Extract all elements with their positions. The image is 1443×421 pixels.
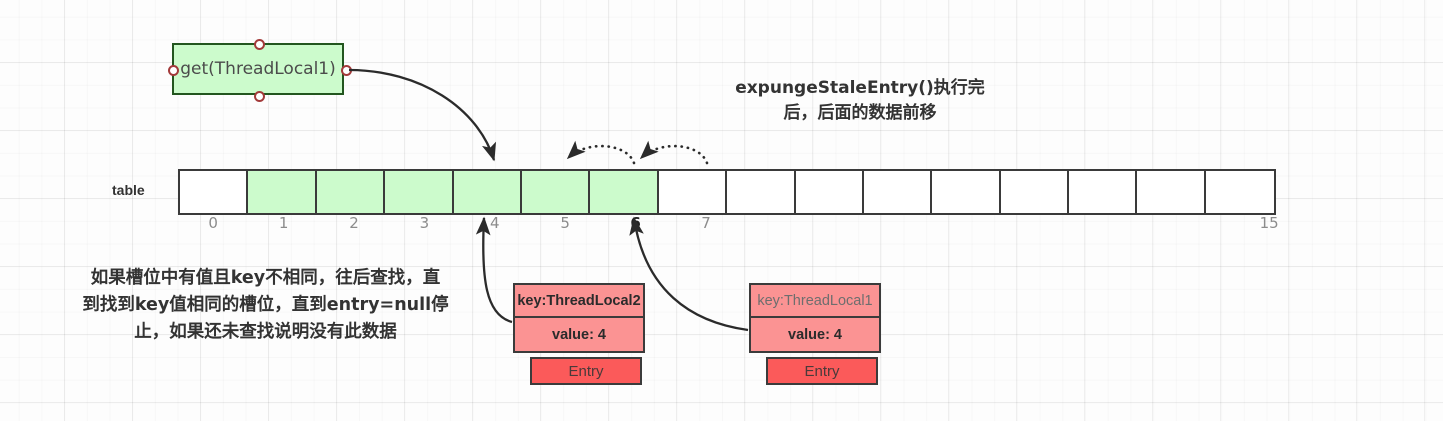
- entry-tag-label: Entry: [766, 357, 878, 385]
- table-cell-15[interactable]: [1205, 171, 1275, 213]
- table-cell-0[interactable]: [180, 171, 249, 213]
- table-cell-9[interactable]: [795, 171, 864, 213]
- table-cell-8[interactable]: [727, 171, 796, 213]
- port-top-handle[interactable]: [254, 39, 265, 50]
- dotted-shift-arc-6-to-5: [566, 140, 636, 165]
- lookup-note-line-3: 止，如果还未查找说明没有此数据: [134, 322, 397, 342]
- table-cell-13[interactable]: [1069, 171, 1138, 213]
- table-cell-12[interactable]: [1000, 171, 1070, 213]
- lookup-note-line-2: 到找到key值相同的槽位，直到entry=null停: [82, 295, 449, 315]
- table-index-6: 6: [630, 214, 641, 232]
- table-cell-10[interactable]: [863, 171, 933, 213]
- table-label: table: [112, 182, 145, 198]
- table-index-1: 1: [278, 214, 289, 232]
- table-index-2: 2: [349, 214, 359, 232]
- table-cell-2[interactable]: [316, 171, 386, 213]
- entry-group-threadlocal2: key:ThreadLocal2 value: 4 Entry: [513, 283, 645, 385]
- expunge-title-line-2: 后，后面的数据前移: [783, 103, 937, 123]
- entry-value-label: value: 4: [552, 326, 606, 343]
- get-threadlocal-label: get(ThreadLocal1): [180, 59, 336, 79]
- entry-kv-box: key:ThreadLocal1 value: 4: [749, 283, 881, 353]
- expunge-title-line-1: expungeStaleEntry()执行完: [735, 78, 985, 98]
- table-cell-14[interactable]: [1137, 171, 1206, 213]
- table-cell-7[interactable]: [658, 171, 728, 213]
- entry-tag-label: Entry: [530, 357, 642, 385]
- get-threadlocal-node[interactable]: get(ThreadLocal1): [168, 39, 352, 102]
- port-right-handle[interactable]: [341, 65, 352, 76]
- arrow-entry-threadlocal1-to-slot6: [629, 216, 749, 332]
- table-index-0: 0: [208, 214, 218, 232]
- table-index-15: 15: [1259, 214, 1279, 232]
- lookup-note-line-1: 如果槽位中有值且key不相同，往后查找，直: [90, 268, 441, 288]
- entry-key-label: key:ThreadLocal1: [751, 285, 879, 318]
- table-index-3: 3: [419, 214, 430, 232]
- table-row: [178, 169, 1277, 215]
- table-cell-1[interactable]: [248, 171, 317, 213]
- port-bottom-handle[interactable]: [254, 91, 265, 102]
- port-left-handle[interactable]: [168, 65, 179, 76]
- lookup-rule-note: 如果槽位中有值且key不相同，往后查找，直 到找到key值相同的槽位，直到ent…: [38, 265, 493, 346]
- entry-key-label: key:ThreadLocal2: [515, 285, 643, 318]
- arrow-get-to-slot4: [348, 68, 497, 162]
- table-cell-11[interactable]: [932, 171, 1001, 213]
- entry-kv-box: key:ThreadLocal2 value: 4: [513, 283, 645, 353]
- table-cell-5[interactable]: [521, 171, 591, 213]
- table-cell-3[interactable]: [385, 171, 454, 213]
- dotted-shift-arc-7-to-6: [639, 140, 709, 165]
- table-cell-6[interactable]: [590, 171, 659, 213]
- table-index-5: 5: [560, 214, 570, 232]
- entry-group-threadlocal1: key:ThreadLocal1 value: 4 Entry: [749, 283, 881, 385]
- table-index-7: 7: [701, 214, 711, 232]
- expunge-stale-entry-title: expungeStaleEntry()执行完 后，后面的数据前移: [700, 76, 1020, 126]
- table-index-4: 4: [490, 214, 500, 232]
- entry-value-label: value: 4: [788, 326, 842, 343]
- table-cell-4[interactable]: [453, 171, 522, 213]
